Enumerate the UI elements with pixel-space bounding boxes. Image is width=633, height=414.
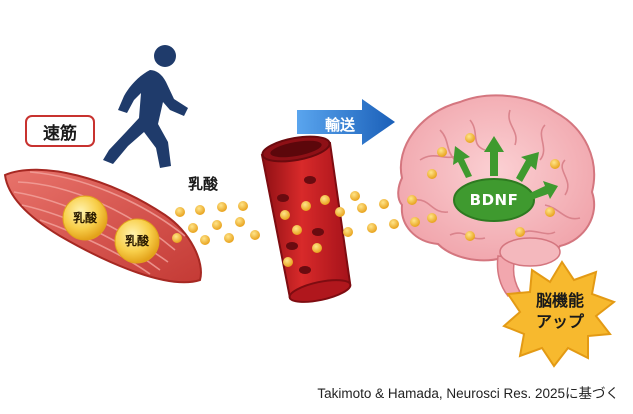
burst-icon: [502, 260, 617, 368]
lactate-ball-large: [114, 218, 160, 264]
lactate-dots-brain: [407, 133, 560, 241]
blood-vessel-icon: [260, 135, 352, 303]
upward-arrow-icon: [453, 136, 558, 200]
citation-text: Takimoto & Hamada, Neurosci Res. 2025に基づ…: [317, 386, 619, 401]
transport-arrow-icon: [297, 99, 395, 145]
brain-boost-line2: アップ: [535, 312, 584, 331]
brain-boost-label: 脳機能 アップ: [510, 290, 610, 332]
runner-icon: [103, 45, 188, 168]
lactate-dots-vessel: [280, 195, 330, 267]
brain-icon: [397, 94, 596, 297]
lactate-ball-large: [62, 195, 108, 241]
muscle-type-label: 速筋: [25, 115, 95, 147]
lactate-ball-label: 乳酸: [124, 234, 149, 248]
transport-label: 輸送: [324, 116, 355, 134]
brain-boost-line1: 脳機能: [535, 291, 584, 310]
lactate-dots-left: [172, 201, 260, 245]
lactate-ball-label: 乳酸: [72, 211, 97, 225]
lactate-dots-right: [335, 191, 399, 237]
bdnf-label: BDNF: [469, 191, 519, 209]
lactate-flow-label: 乳酸: [188, 175, 219, 193]
